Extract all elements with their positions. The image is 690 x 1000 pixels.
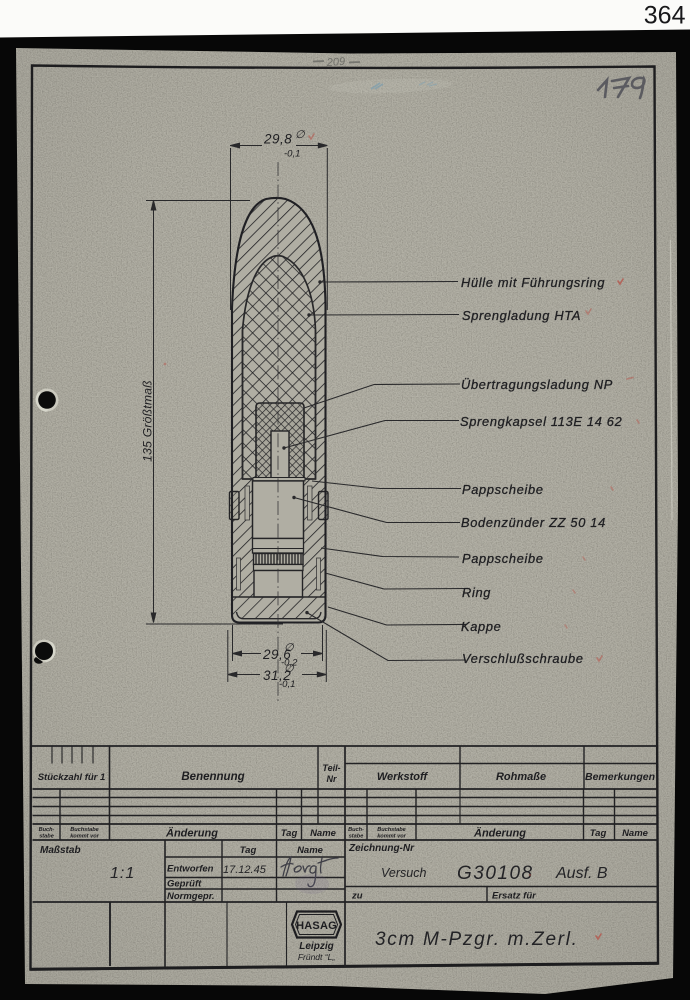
svg-text:Buch-: Buch- [348,827,364,833]
svg-text:Ersatz für: Ersatz für [492,891,537,902]
svg-text:Tag: Tag [590,828,607,839]
svg-text:Hülle mit Führungsring: Hülle mit Führungsring [461,275,605,290]
svg-text:G30108: G30108 [457,863,534,884]
svg-text:-0,2: -0,2 [281,658,298,669]
svg-text:Buch-: Buch- [39,827,55,833]
svg-text:Teil-: Teil- [322,763,340,773]
svg-text:-0,1: -0,1 [284,149,300,160]
svg-text:Sprengkapsel 113E 14 62: Sprengkapsel 113E 14 62 [460,414,622,429]
svg-text:31,2: 31,2 [263,668,291,683]
svg-text:∅: ∅ [295,129,305,141]
svg-text:Änderung: Änderung [473,827,526,840]
svg-text:Normgepr.: Normgepr. [167,891,215,902]
svg-text:Übertragungsladung NP: Übertragungsladung NP [461,377,613,392]
svg-text:Fründt “L„: Fründt “L„ [298,952,335,962]
svg-text:Leipzig: Leipzig [299,941,333,952]
svg-text:29,6: 29,6 [262,647,291,662]
svg-text:∅: ∅ [284,663,294,675]
svg-text:17.12.45: 17.12.45 [223,864,267,876]
svg-text:29,8: 29,8 [263,132,292,147]
svg-text:Rohmaße: Rohmaße [496,771,546,783]
svg-text:Maßstab: Maßstab [40,845,81,856]
svg-text:Werkstoff: Werkstoff [377,771,429,783]
svg-text:-0,1: -0,1 [279,679,295,690]
svg-text:Entworfen: Entworfen [167,864,214,875]
svg-text:Verschlußschraube: Verschlußschraube [462,651,584,666]
svg-text:Tag: Tag [240,845,257,856]
svg-text:Änderung: Änderung [165,827,218,840]
svg-text:Pappscheibe: Pappscheibe [462,482,544,497]
svg-text:Name: Name [297,845,324,856]
svg-text:209: 209 [325,56,345,69]
svg-text:Bodenzünder ZZ 50 14: Bodenzünder ZZ 50 14 [461,515,606,530]
svg-text:Stückzahl für 1: Stückzahl für 1 [38,772,106,783]
svg-text:stabe: stabe [349,834,364,840]
svg-text:∅: ∅ [284,642,294,654]
svg-text:Benennung: Benennung [181,771,244,783]
svg-text:Buchstabe: Buchstabe [377,827,406,833]
svg-text:HASAG: HASAG [296,920,337,932]
svg-text:Buchstabe: Buchstabe [70,827,99,833]
svg-text:kommt vor: kommt vor [70,834,99,840]
svg-text:Ring: Ring [462,585,491,600]
svg-text:Tag: Tag [281,828,298,839]
svg-text:Geprüft: Geprüft [167,879,202,890]
svg-text:135 Größtmaß: 135 Größtmaß [141,380,155,462]
svg-text:Pappscheibe: Pappscheibe [462,551,544,566]
svg-text:Bemerkungen: Bemerkungen [585,771,655,783]
svg-text:Nr: Nr [326,774,336,784]
svg-text:1:1: 1:1 [110,865,135,882]
svg-text:Sprengladung HTA: Sprengladung HTA [462,308,581,323]
svg-text:Name: Name [310,828,337,839]
svg-text:Kappe: Kappe [461,619,502,634]
svg-text:Ausf. B: Ausf. B [555,865,608,882]
svg-text:Versuch: Versuch [381,866,426,880]
svg-text:zu: zu [351,891,363,902]
svg-text:kommt vor: kommt vor [377,834,406,840]
svg-text:Zeichnung-Nr: Zeichnung-Nr [348,843,415,854]
svg-text:364: 364 [644,2,686,30]
svg-text:stabe: stabe [39,834,54,840]
svg-text:Name: Name [622,828,649,839]
svg-text:3cm M-Pzgr. m.Zerl.: 3cm M-Pzgr. m.Zerl. [375,929,579,950]
